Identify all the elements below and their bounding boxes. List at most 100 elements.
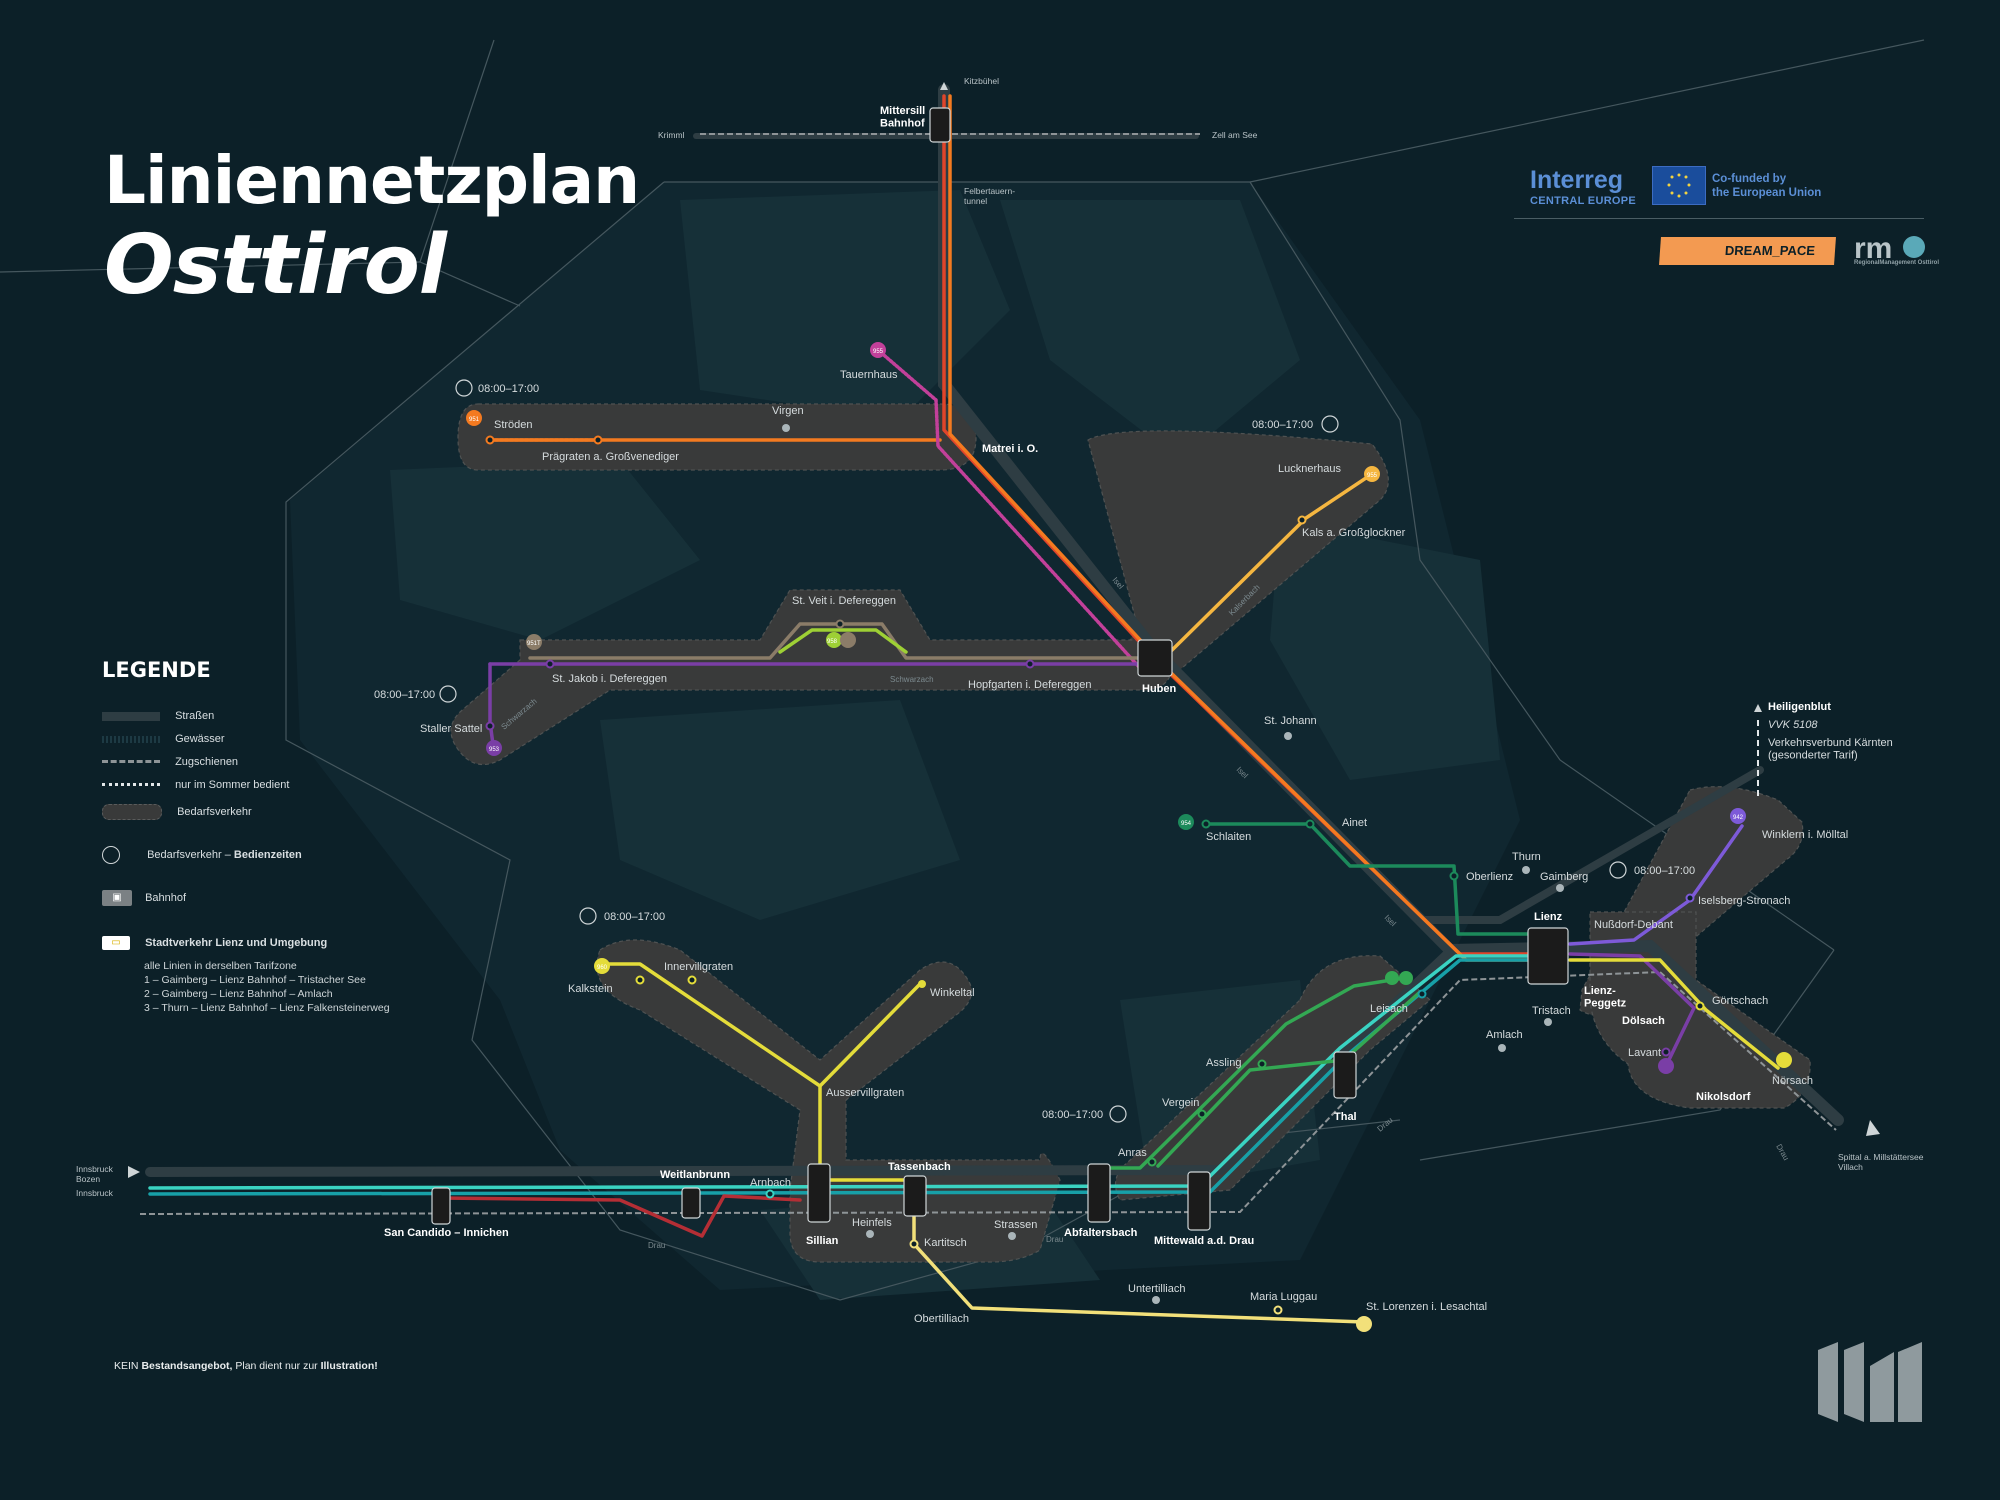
label-vvk-note: Verkehrsverbund Kärnten(gesonderter Tari… <box>1768 737 1893 762</box>
label-untertilliach: Untertilliach <box>1128 1283 1185 1295</box>
label-innervillgraten: Innervillgraten <box>664 961 733 973</box>
logo-divider <box>1514 218 1924 219</box>
time-kals: 08:00–17:00 <box>1252 419 1313 431</box>
legend-demand: Bedarfsverkehr <box>102 804 252 820</box>
label-obertilliach: Obertilliach <box>914 1313 969 1325</box>
line-lime <box>778 628 908 654</box>
page-title-line2: Osttirol <box>104 218 447 313</box>
label-sillian: Sillian <box>806 1235 839 1247</box>
rail-swatch <box>102 759 160 765</box>
label-staller: Staller Sattel <box>420 723 482 735</box>
line-darkgreen <box>1204 822 1542 936</box>
river-drau-3: Drau <box>1376 1115 1395 1133</box>
label-stveit: St. Veit i. Defereggen <box>792 595 896 607</box>
eu-cofunded-text: Co-funded by the European Union <box>1712 172 1821 200</box>
disclaimer-prefix: KEIN <box>114 1360 142 1372</box>
label-felbertauern: Felbertauern-tunnel <box>964 186 1015 206</box>
line-cyan <box>148 954 1542 1190</box>
city-note-0: alle Linien in derselben Tarifzone <box>144 960 297 972</box>
disclaimer-bold2: Illustration! <box>320 1360 378 1372</box>
label-stroeden: Ströden <box>494 419 533 431</box>
label-sancandido: San Candido – Innichen <box>384 1227 509 1239</box>
clock-icon <box>102 846 120 864</box>
label-thal: Thal <box>1334 1111 1357 1123</box>
label-heiligenblut: Heiligenblut <box>1768 701 1831 713</box>
eu-line2: the European Union <box>1712 187 1822 199</box>
city-note-2: 2 – Gaimberg – Lienz Bahnhof – Amlach <box>144 988 333 1000</box>
time-moelltal: 08:00–17:00 <box>1634 865 1695 877</box>
label-mittewald: Mittewald a.d. Drau <box>1154 1235 1254 1247</box>
label-lavant: Lavant <box>1628 1047 1661 1059</box>
badge-955: 955 <box>1367 473 1378 479</box>
label-winklern: Winklern i. Mölltal <box>1762 829 1848 841</box>
legend-water: Gewässer <box>102 733 225 745</box>
label-krimml: Krimml <box>658 130 685 140</box>
badge-951: 951 <box>469 417 480 423</box>
legend-label: nur im Sommer bedient <box>175 779 290 791</box>
service-time-labels: 08:00–17:00 08:00–17:00 08:00–17:00 08:0… <box>374 383 1695 1121</box>
line-green <box>1088 976 1406 1170</box>
line-yellow-winkeltal <box>818 982 922 1088</box>
legend-demand-times: Bedarfsverkehr – Bedienzeiten <box>102 846 302 864</box>
legend-roads: Straßen <box>102 710 214 722</box>
region-boundaries <box>0 39 1925 1301</box>
termini <box>466 342 1792 1332</box>
hub-boxes <box>431 107 1569 1231</box>
label-ainet: Ainet <box>1342 817 1367 829</box>
label-huben: Huben <box>1142 683 1177 695</box>
rm-logo: rm RegionalManagement Osttirol <box>1854 232 1939 266</box>
zone-defereggen <box>450 589 1173 766</box>
river-drau-4: Drau <box>1774 1143 1790 1163</box>
road-swatch <box>102 711 160 721</box>
label-virgen: Virgen <box>772 405 804 417</box>
label-zell: Zell am See <box>1212 130 1258 140</box>
label-tassenbach: Tassenbach <box>888 1161 951 1173</box>
legend-rail: Zugschienen <box>102 756 238 768</box>
badge-953: 953 <box>489 747 500 753</box>
badge-960: 960 <box>597 965 608 971</box>
legend-label: Stadtverkehr Lienz und Umgebung <box>145 936 328 949</box>
badge-955-magenta: 955 <box>873 349 884 355</box>
legend-city-bus: ▭ Stadtverkehr Lienz und Umgebung <box>102 936 327 950</box>
legend-label: Bahnhof <box>145 891 187 904</box>
label-vvk: VVK 5108 <box>1768 719 1818 731</box>
legend-heading: LEGENDE <box>102 658 211 682</box>
label-schlaiten: Schlaiten <box>1206 831 1251 843</box>
city-note-3: 3 – Thurn – Lienz Bahnhof – Lienz Falken… <box>144 1002 390 1014</box>
line-violet <box>1568 824 1744 946</box>
label-strassen: Strassen <box>994 1219 1037 1231</box>
label-kitzbuehel: Kitzbühel <box>964 76 999 86</box>
direction-arrows <box>128 82 1880 1178</box>
label-lienzpeggetz: Lienz-Peggetz <box>1584 985 1627 1010</box>
rm-sub: RegionalManagement Osttirol <box>1854 260 1940 266</box>
badge-958: 958 <box>827 639 838 645</box>
label-stjohann: St. Johann <box>1264 715 1317 727</box>
legend-station: ▣ Bahnhof <box>102 890 186 906</box>
stops <box>782 424 1564 1304</box>
label-gaimberg: Gaimberg <box>1540 871 1588 883</box>
label-matrei: Matrei i. O. <box>982 443 1038 455</box>
label-marialuggau: Maria Luggau <box>1250 1291 1317 1303</box>
label-noersach: Nörsach <box>1772 1075 1813 1087</box>
legend: LEGENDE Straßen Gewässer Zugschienen nur… <box>102 658 390 1014</box>
label-praegraten: Prägraten a. Großvenediger <box>542 451 679 463</box>
demand-zones <box>450 403 1811 1263</box>
badge-951T: 951T <box>527 641 541 647</box>
badge-942: 942 <box>1733 815 1744 821</box>
publisher-logo-icon <box>1818 1342 1922 1422</box>
label-lucknerhaus: Lucknerhaus <box>1278 463 1341 475</box>
train-icon: ▣ <box>102 890 132 906</box>
label-arnbach: Arnbach <box>750 1177 791 1189</box>
demand-swatch <box>102 804 162 820</box>
disclaimer: KEIN Bestandsangebot, Plan dient nur zur… <box>114 1360 378 1372</box>
label-tauernhaus: Tauernhaus <box>840 369 898 381</box>
rm-logo-dot <box>1903 236 1925 258</box>
label-weitlanbrunn: Weitlanbrunn <box>660 1169 730 1181</box>
eu-flag-icon <box>1652 166 1706 205</box>
label-vergein: Vergein <box>1162 1097 1199 1109</box>
label-tristach: Tristach <box>1532 1005 1571 1017</box>
